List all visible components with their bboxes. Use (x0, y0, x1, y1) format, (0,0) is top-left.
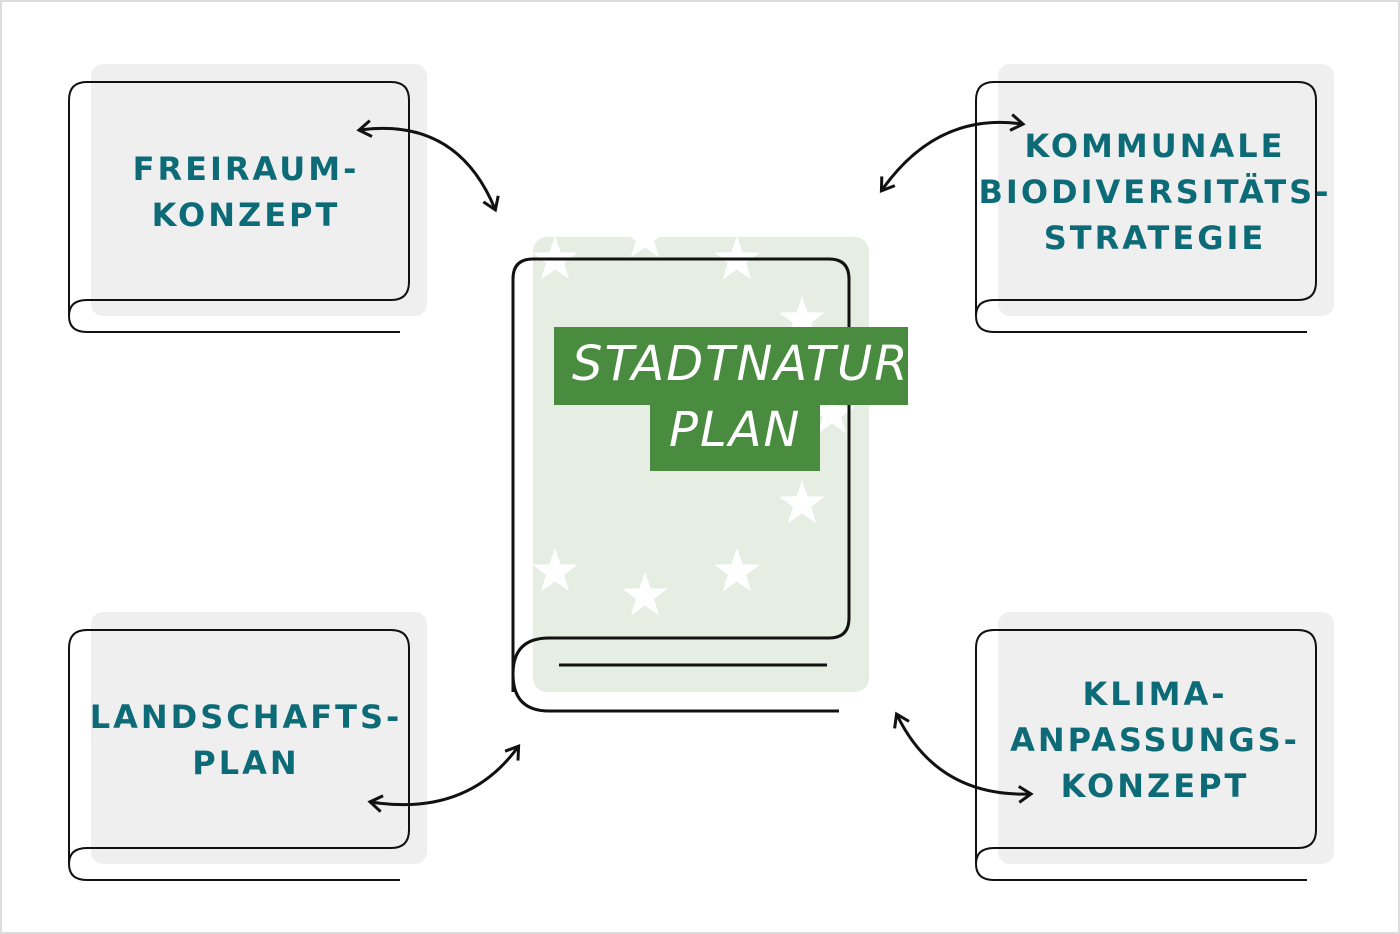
label-line: STRATEGIE (1043, 219, 1267, 257)
center-book (511, 214, 908, 713)
center-title-line2: PLAN (669, 402, 802, 458)
label-klimaanpassungskonzept: KLIMA- ANPASSUNGS- KONZEPT (1010, 671, 1300, 809)
arrow-bottom-left (367, 744, 521, 813)
label-line: KONZEPT (151, 196, 341, 234)
label-landschaftsplan: LANDSCHAFTS- PLAN (90, 694, 403, 786)
label-biodiversitaetsstrategie: KOMMUNALE BIODIVERSITÄTS- STRATEGIE (979, 123, 1332, 261)
label-line: KONZEPT (1060, 767, 1250, 805)
label-line: ANPASSUNGS- (1010, 721, 1300, 759)
label-line: KLIMA- (1082, 675, 1228, 713)
arrow-top-left (356, 119, 500, 213)
arrow-top-right (879, 113, 1026, 194)
label-line: PLAN (192, 744, 300, 782)
label-freiraumkonzept: FREIRAUM- KONZEPT (133, 146, 360, 238)
label-line: BIODIVERSITÄTS- (978, 173, 1332, 211)
arrow-bottom-right (893, 711, 1034, 804)
label-line: LANDSCHAFTS- (89, 698, 403, 736)
label-line: KOMMUNALE (1024, 127, 1286, 165)
label-line: FREIRAUM- (132, 150, 360, 188)
center-title-line1: STADTNATUR- (572, 336, 929, 392)
